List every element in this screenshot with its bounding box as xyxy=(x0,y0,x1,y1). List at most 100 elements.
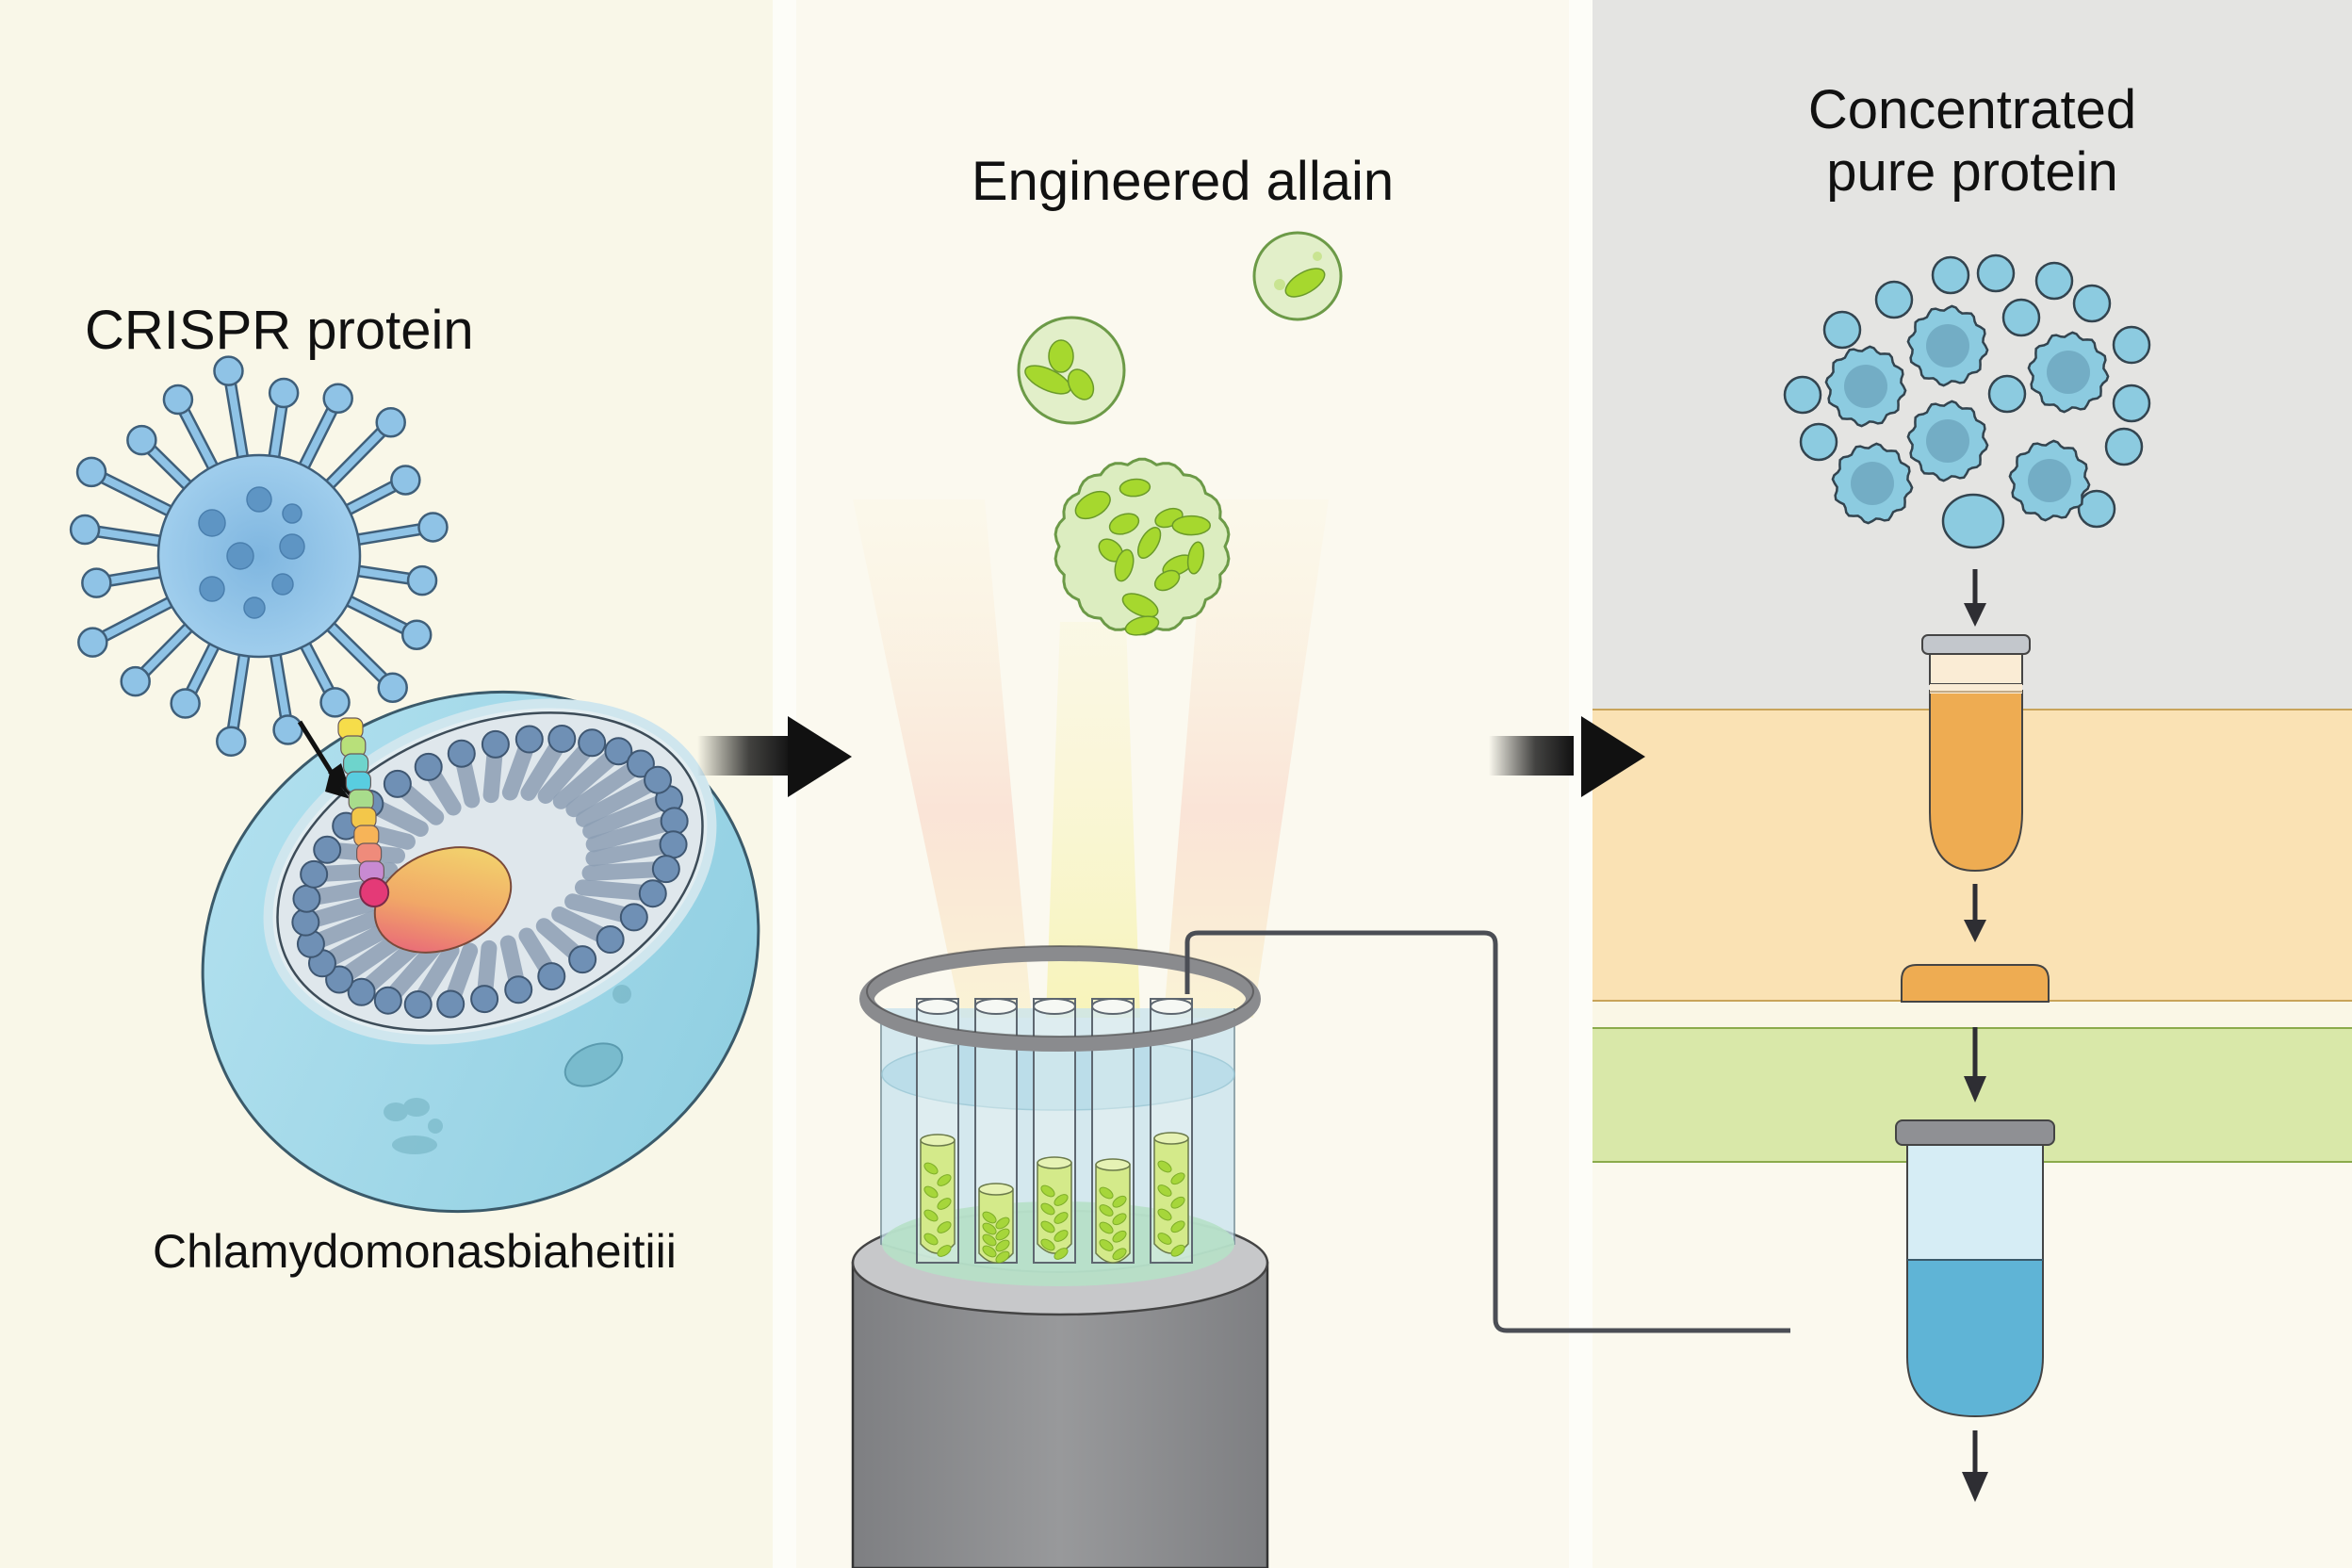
flow-arrow-icon xyxy=(1964,884,1986,942)
virus-spike-tip xyxy=(170,688,201,719)
protein-core xyxy=(2028,459,2071,502)
algae-cell-dot xyxy=(923,1162,939,1175)
algae-cell-dot xyxy=(937,1245,952,1257)
protein-small xyxy=(2112,384,2151,423)
virus-spike-tip xyxy=(213,355,244,386)
protein-small xyxy=(2104,427,2144,466)
protein-pellet-icon xyxy=(1901,964,2050,1003)
protein-small xyxy=(1941,493,2005,549)
algae-cell-dot xyxy=(923,1209,939,1222)
algae-cell-dot xyxy=(937,1198,952,1210)
algae-cell-dot xyxy=(1112,1248,1127,1261)
chloroplast xyxy=(1121,593,1159,618)
protein-core xyxy=(1926,419,1969,463)
virus-spike-tip xyxy=(322,383,353,415)
protein-small xyxy=(1931,255,1970,295)
virus-spike-tip xyxy=(319,687,351,718)
protein-core xyxy=(1844,365,1887,408)
final-sample-tube-icon xyxy=(1895,1119,2055,1418)
protein-core xyxy=(1926,324,1969,368)
algae-cell-dot xyxy=(1054,1248,1069,1260)
algae-cell-dot xyxy=(1112,1230,1127,1243)
protein-small xyxy=(2077,489,2116,529)
virus-dot xyxy=(199,576,225,602)
virus-spike-tip xyxy=(75,456,107,488)
probe-tip xyxy=(359,877,390,907)
algae-cell-dot xyxy=(1112,1195,1127,1208)
virus-spike-tip xyxy=(77,627,108,658)
virus-spike-tip xyxy=(268,377,300,409)
chloroplast xyxy=(1124,615,1160,636)
virus-spike-tip xyxy=(406,564,438,596)
chloroplast xyxy=(1186,541,1205,575)
crispr-protein-title: CRISPR protein xyxy=(85,300,474,361)
algae-cell-dot xyxy=(995,1239,1010,1252)
protein-small xyxy=(2072,284,2112,323)
algae-cell-small-icon xyxy=(1017,316,1126,425)
algae-cell-dot xyxy=(923,1233,939,1246)
protein-small xyxy=(1976,253,2016,293)
algae-cell-dot xyxy=(1099,1186,1114,1200)
algae-cell-dot xyxy=(937,1221,952,1233)
algae-cell-dot xyxy=(995,1217,1010,1230)
algae-cell-dot xyxy=(1099,1239,1114,1251)
flow-arrow-icon xyxy=(1962,1430,1988,1502)
virus-dot xyxy=(282,503,302,524)
protein-small xyxy=(1987,374,2027,414)
algae-cell-dot xyxy=(1054,1194,1069,1206)
algae-cell-dot xyxy=(1099,1204,1114,1217)
flow-arrow-icon xyxy=(1964,1027,1986,1102)
algae-cell-dot xyxy=(1040,1220,1055,1233)
algae-cell-dot xyxy=(923,1185,939,1199)
chloroplast xyxy=(1108,513,1140,535)
algae-cell-dot xyxy=(1040,1238,1055,1251)
virus-spike-tip xyxy=(272,714,303,745)
band-cream xyxy=(1592,1002,2352,1027)
algae-cell-dot xyxy=(1099,1221,1114,1234)
algae-cell-dot xyxy=(982,1211,997,1224)
virus-spike-tip xyxy=(390,465,421,496)
virus-dot xyxy=(243,596,266,619)
virus-spike-tip xyxy=(400,619,433,650)
virus-spike-tip xyxy=(69,514,101,546)
chloroplast xyxy=(1153,569,1181,592)
chloroplast xyxy=(1119,478,1152,498)
virus-spike-tip xyxy=(162,384,194,416)
concentrated-protein-title: Concentrated pure protein xyxy=(1807,79,2137,203)
algae-cell-dot xyxy=(1170,1220,1185,1233)
algae-cell-dot xyxy=(995,1228,1010,1241)
algae-cell-dot xyxy=(1157,1160,1172,1173)
membrane-lobe xyxy=(582,791,678,840)
algae-cell-dot xyxy=(1040,1202,1055,1216)
virus-dot xyxy=(226,542,254,570)
algae-cell-dot xyxy=(1170,1172,1185,1185)
purified-protein-cluster-icon xyxy=(1783,253,2151,549)
bioreactor-icon xyxy=(851,930,1790,1568)
virus-spike-tip xyxy=(377,672,408,703)
engineered-algae-title: Engineered allain xyxy=(971,151,1395,212)
protein-small xyxy=(1799,422,1838,462)
protein-core xyxy=(2047,351,2090,394)
algae-cell-dot xyxy=(1170,1244,1185,1257)
chloroplast xyxy=(1074,490,1111,520)
algae-cell-dot xyxy=(1040,1184,1055,1198)
algae-cell-dot xyxy=(1054,1230,1069,1242)
virus-spike-tip xyxy=(417,512,449,543)
protein-core xyxy=(1851,462,1894,505)
virus-body xyxy=(156,453,362,659)
chloroplast xyxy=(1114,548,1135,582)
virus-spike-tip xyxy=(375,407,406,438)
algae-cell-dot xyxy=(1157,1233,1172,1245)
protein-small xyxy=(1783,375,1822,415)
chloroplast xyxy=(1171,514,1211,536)
algae-cell-dot xyxy=(995,1250,1010,1264)
algae-cell-small-icon xyxy=(1252,231,1343,321)
centrifuge-tube-icon xyxy=(1921,634,2031,873)
algae-cell-dot xyxy=(1054,1212,1069,1224)
virus-dot xyxy=(198,509,226,537)
protein-small xyxy=(1874,280,1914,319)
species-caption: Chlamydomonasbiaheitiii xyxy=(153,1225,677,1278)
virus-spike-tip xyxy=(216,726,247,758)
algae-cell-dot xyxy=(982,1222,997,1235)
